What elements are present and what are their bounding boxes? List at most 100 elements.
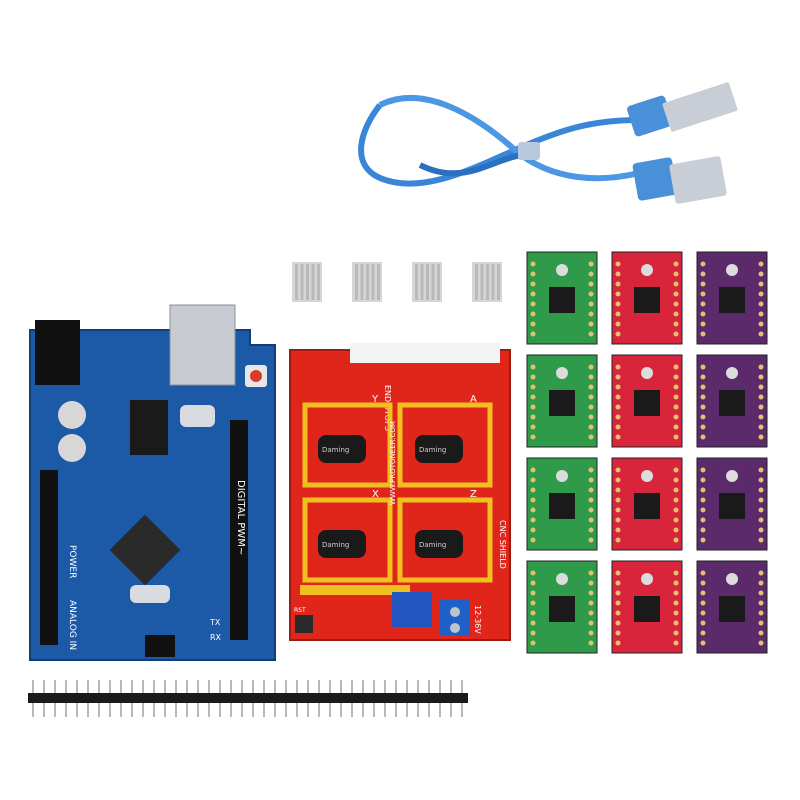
stepper-driver <box>696 354 768 448</box>
header-pin <box>263 680 265 693</box>
header-pin <box>153 680 155 693</box>
analog-in-label: ANALOG IN <box>67 600 77 650</box>
bottom-header-yellow <box>300 585 410 595</box>
stepper-driver <box>696 251 768 345</box>
header-pin <box>197 680 199 693</box>
heatsink <box>352 262 382 302</box>
header-pin <box>219 703 221 717</box>
header-pin <box>450 703 452 717</box>
header-pin <box>263 703 265 717</box>
crystal <box>180 405 215 427</box>
axis-label-y: Y <box>371 394 379 405</box>
header-pin <box>208 680 210 693</box>
header-pin <box>252 703 254 717</box>
axis-label-a: A <box>470 394 477 405</box>
cap-label-1: Daming <box>322 446 349 454</box>
header-pin <box>120 680 122 693</box>
header-pin <box>175 703 177 717</box>
header-pin <box>76 680 78 693</box>
header-pin <box>340 680 342 693</box>
rst-label: RST <box>294 607 306 614</box>
header-pin <box>98 680 100 693</box>
cable-clip <box>518 142 540 160</box>
heatsink-row <box>292 262 502 302</box>
header-pin <box>43 703 45 717</box>
header-pin <box>54 703 56 717</box>
header-pin <box>186 680 188 693</box>
stepper-driver <box>526 560 598 654</box>
header-pin <box>450 680 452 693</box>
axis-label-x: X <box>372 489 379 500</box>
usb-b-port <box>169 304 236 386</box>
header-pin <box>318 703 320 717</box>
header-pin <box>32 680 34 693</box>
header-pin <box>351 703 353 717</box>
header-pin <box>131 680 133 693</box>
header-pin <box>120 703 122 717</box>
header-pin <box>417 680 419 693</box>
header-pin <box>461 680 463 693</box>
axis-label-z: Z <box>470 489 477 500</box>
cap-label-3: Daming <box>322 541 349 549</box>
header-pin <box>186 703 188 717</box>
usb-b-plug <box>632 156 727 204</box>
stepper-driver <box>611 457 683 551</box>
digital-pwm-label: DIGITAL PWM~ <box>235 480 246 555</box>
header-pin <box>428 680 430 693</box>
header-pin <box>175 680 177 693</box>
header-pin <box>329 703 331 717</box>
stepper-driver <box>526 251 598 345</box>
header-pin <box>197 703 199 717</box>
stepper-driver <box>526 354 598 448</box>
capacitor-1 <box>58 401 86 429</box>
heatsink <box>472 262 502 302</box>
stepper-driver <box>611 560 683 654</box>
header-pin <box>87 680 89 693</box>
driver-sockets <box>302 402 493 583</box>
electrolytic-caps: Daming Daming Daming Daming <box>318 435 463 558</box>
power-label: POWER <box>67 545 77 578</box>
header-pin <box>241 703 243 717</box>
cnc-shield-board: END STOPS Daming Daming Daming Daming Y … <box>289 343 511 641</box>
header-pin <box>208 703 210 717</box>
header-pin <box>351 680 353 693</box>
icsp-header <box>145 635 175 657</box>
header-pin <box>307 680 309 693</box>
rx-label: RX <box>210 633 222 642</box>
header-pin <box>230 680 232 693</box>
header-pin <box>65 680 67 693</box>
end-stop-header <box>350 343 500 363</box>
cap-label-2: Daming <box>419 446 446 454</box>
header-pin <box>142 680 144 693</box>
header-pin <box>109 680 111 693</box>
header-pin <box>32 703 34 717</box>
header-pin <box>142 703 144 717</box>
digital-header <box>230 420 248 640</box>
stepper-driver-grid <box>526 251 768 654</box>
header-pin <box>87 703 89 717</box>
header-pin <box>285 680 287 693</box>
crystal-2 <box>130 585 170 603</box>
dc-jack <box>35 320 80 385</box>
header-pin <box>296 703 298 717</box>
header-pin <box>340 703 342 717</box>
header-pin <box>395 703 397 717</box>
header-pin <box>285 703 287 717</box>
arduino-uno-board: DIGITAL PWM~ POWER ANALOG IN TX RX <box>29 304 276 661</box>
header-pin <box>406 703 408 717</box>
header-pin <box>461 703 463 717</box>
header-pin <box>296 680 298 693</box>
usb-chip <box>130 400 168 455</box>
header-pin <box>164 703 166 717</box>
header-pin <box>406 680 408 693</box>
header-pin <box>395 680 397 693</box>
tx-label: TX <box>209 618 221 627</box>
jumper-blocks <box>392 592 432 627</box>
header-pin <box>241 680 243 693</box>
header-pin <box>274 703 276 717</box>
stepper-driver <box>611 354 683 448</box>
header-pin <box>362 680 364 693</box>
heatsink <box>292 262 322 302</box>
male-pin-header <box>28 680 468 717</box>
